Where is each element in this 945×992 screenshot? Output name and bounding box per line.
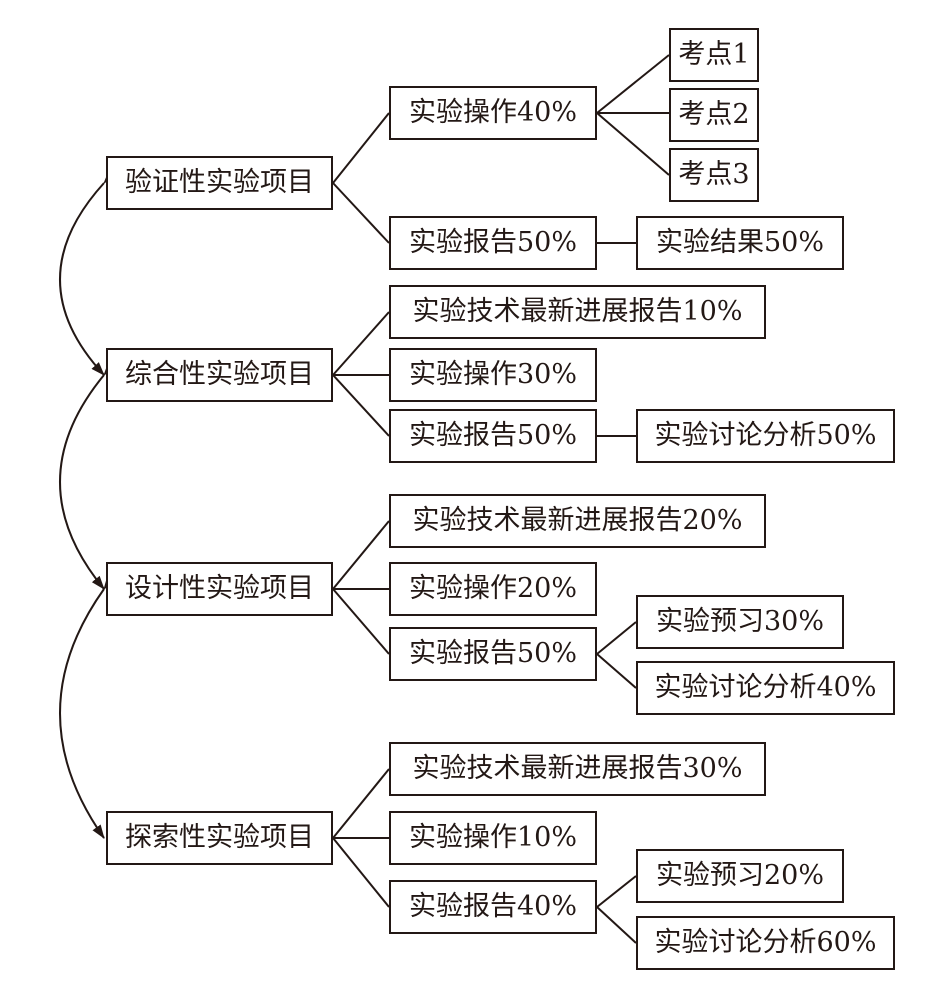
project-4-discussion-box: 实验讨论分析60% <box>636 916 895 970</box>
project-3-preview-box: 实验预习30% <box>636 595 844 649</box>
connector-line <box>596 875 637 908</box>
exam-point-2-box: 考点2 <box>669 88 759 142</box>
project-4-operation-box: 实验操作10% <box>389 811 597 865</box>
curved-arrow-2-3 <box>59 361 117 590</box>
project-4-box: 探索性实验项目 <box>106 811 333 865</box>
project-4-tech-report-box: 实验技术最新进展报告30% <box>389 742 766 796</box>
project-3-box: 设计性实验项目 <box>106 562 333 616</box>
project-2-report-box: 实验报告50% <box>389 409 597 463</box>
project-3-tech-report-box: 实验技术最新进展报告20% <box>389 494 766 548</box>
connector-line <box>332 588 390 655</box>
connector-line <box>332 520 390 590</box>
project-4-preview-box: 实验预习20% <box>636 849 844 903</box>
connector-line <box>332 311 390 376</box>
connector-line <box>596 112 670 176</box>
project-2-operation-box: 实验操作30% <box>389 348 597 402</box>
project-2-tech-report-box: 实验技术最新进展报告10% <box>389 285 766 339</box>
project-1-report-box: 实验报告50% <box>389 216 597 270</box>
project-1-box: 验证性实验项目 <box>106 156 333 210</box>
connector-line <box>596 653 637 689</box>
curved-arrow-3-4 <box>59 575 116 839</box>
project-3-discussion-box: 实验讨论分析40% <box>636 661 895 715</box>
project-2-discussion-box: 实验讨论分析50% <box>636 409 895 463</box>
connector-line <box>332 374 390 437</box>
project-3-operation-box: 实验操作20% <box>389 562 597 616</box>
connector-line <box>596 621 637 655</box>
project-1-operation-box: 实验操作40% <box>389 86 597 140</box>
connector-line <box>596 54 670 114</box>
project-4-report-box: 实验报告40% <box>389 880 597 934</box>
connector-line <box>332 837 390 908</box>
project-3-report-box: 实验报告50% <box>389 627 597 681</box>
connector-line <box>332 182 390 244</box>
exam-point-1-box: 考点1 <box>669 28 759 82</box>
project-2-box: 综合性实验项目 <box>106 348 333 402</box>
curved-arrow-1-2 <box>59 170 117 376</box>
connector-line <box>332 112 390 184</box>
exam-point-3-box: 考点3 <box>669 148 759 202</box>
project-1-result-box: 实验结果50% <box>636 216 844 270</box>
connector-line <box>596 906 637 944</box>
connector-line <box>332 768 390 839</box>
